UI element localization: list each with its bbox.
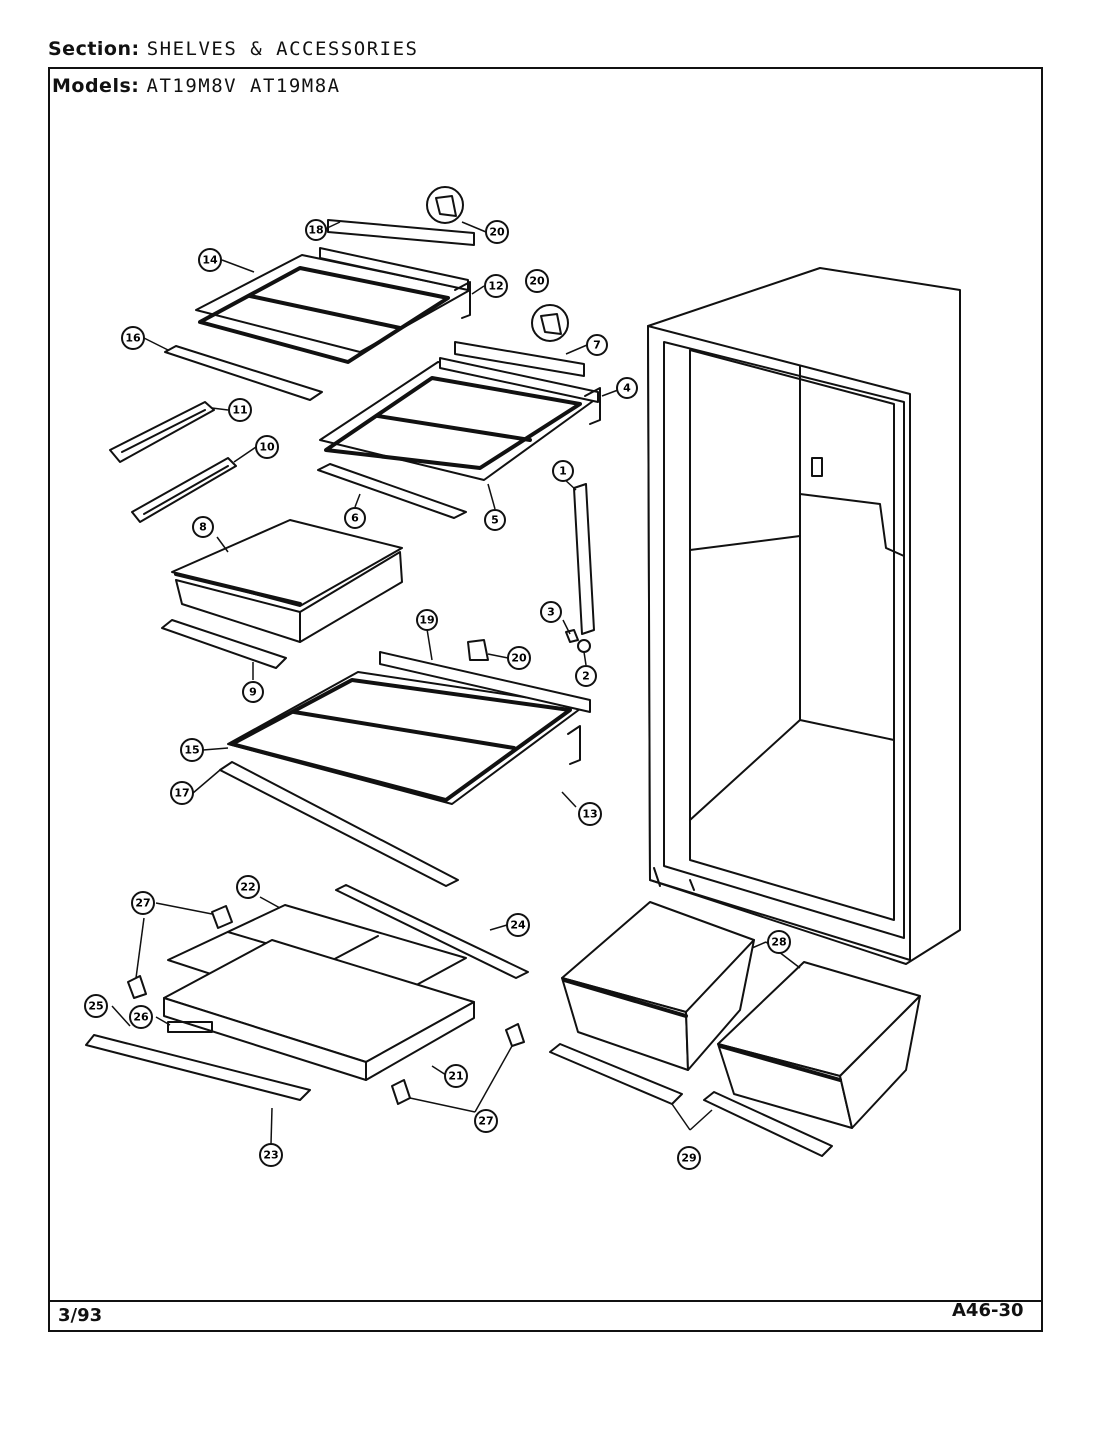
callout-number: 28 — [771, 936, 786, 949]
callout-number: 27 — [135, 897, 150, 910]
callout-number: 7 — [593, 339, 601, 352]
section-label: Section: — [48, 38, 140, 60]
callout-25: 25 — [84, 994, 108, 1018]
callout-15: 15 — [180, 738, 204, 762]
crisper-cover-assembly — [85, 884, 529, 1101]
callout-13: 13 — [578, 802, 602, 826]
leader-lines — [111, 221, 801, 1145]
callout-number: 19 — [419, 614, 434, 627]
diagram-frame — [48, 67, 1043, 1332]
callout-number: 18 — [308, 224, 323, 237]
shelf-clip-icons — [426, 186, 569, 661]
shelf-rail-1 — [565, 483, 595, 653]
revision-date: 3/93 — [58, 1305, 103, 1326]
shelf-brackets — [109, 401, 237, 523]
callout-4: 4 — [616, 377, 638, 399]
callout-1: 1 — [552, 460, 574, 482]
callout-number: 26 — [133, 1011, 149, 1024]
callout-5: 5 — [484, 509, 506, 531]
callout-9: 9 — [242, 681, 264, 703]
callout-20: 20 — [507, 646, 531, 670]
callout-7: 7 — [586, 334, 608, 356]
callout-number: 12 — [488, 280, 503, 293]
callout-10: 10 — [255, 435, 279, 459]
callout-number: 8 — [199, 521, 207, 534]
callout-20: 20 — [485, 220, 509, 244]
callout-number: 24 — [510, 919, 526, 932]
crisper-hinge-clips — [127, 905, 525, 1105]
callout-number: 20 — [529, 275, 545, 288]
callout-number: 27 — [478, 1115, 493, 1128]
middle-shelf-assembly — [317, 341, 601, 519]
callout-number: 1 — [559, 465, 567, 478]
page-code: A46-30 — [952, 1300, 1024, 1321]
callout-18: 18 — [305, 219, 327, 241]
models-label: Models: — [52, 75, 140, 97]
callout-24: 24 — [506, 913, 530, 937]
callout-27: 27 — [474, 1109, 498, 1133]
refrigerator-cabinet — [647, 267, 961, 965]
section-heading: Section: SHELVES & ACCESSORIES — [48, 38, 418, 60]
callout-6: 6 — [344, 507, 366, 529]
callout-20: 20 — [525, 269, 549, 293]
footer-divider — [48, 1300, 1043, 1302]
callout-number: 9 — [249, 686, 257, 699]
callout-29: 29 — [677, 1146, 701, 1170]
callout-number: 5 — [491, 514, 499, 527]
callout-number: 10 — [259, 441, 275, 454]
callout-number: 2 — [582, 670, 590, 683]
lower-shelf-assembly — [219, 651, 591, 887]
callout-number: 21 — [448, 1070, 463, 1083]
callout-number: 20 — [511, 652, 527, 665]
models-heading: Models: AT19M8V AT19M8A — [52, 75, 341, 97]
callout-17: 17 — [170, 781, 194, 805]
models-value: AT19M8V AT19M8A — [146, 75, 341, 97]
callout-number: 6 — [351, 512, 359, 525]
callout-11: 11 — [228, 398, 252, 422]
callout-number: 4 — [623, 382, 631, 395]
callout-22: 22 — [236, 875, 260, 899]
callout-number: 23 — [263, 1149, 278, 1162]
crisper-drawer-8 — [161, 519, 403, 669]
callout-number: 14 — [202, 254, 218, 267]
callout-16: 16 — [121, 326, 145, 350]
callout-2: 2 — [575, 665, 597, 687]
callout-number: 13 — [582, 808, 597, 821]
callout-number: 15 — [184, 744, 199, 757]
callout-12: 12 — [484, 274, 508, 298]
callout-26: 26 — [129, 1005, 153, 1029]
callout-number: 16 — [125, 332, 141, 345]
callout-number: 29 — [681, 1152, 696, 1165]
crisper-pans — [549, 901, 921, 1157]
callout-number: 17 — [174, 787, 189, 800]
callout-8: 8 — [192, 516, 214, 538]
callout-23: 23 — [259, 1143, 283, 1167]
callout-21: 21 — [444, 1064, 468, 1088]
callout-3: 3 — [540, 601, 562, 623]
callout-14: 14 — [198, 248, 222, 272]
section-value: SHELVES & ACCESSORIES — [146, 38, 419, 60]
callout-number: 3 — [547, 606, 555, 619]
callout-28: 28 — [767, 930, 791, 954]
callout-19: 19 — [416, 609, 438, 631]
callout-number: 11 — [232, 404, 247, 417]
callout-number: 20 — [489, 226, 505, 239]
callout-number: 22 — [240, 881, 255, 894]
callout-number: 25 — [88, 1000, 103, 1013]
top-shelf-assembly — [164, 219, 475, 401]
callout-27: 27 — [131, 891, 155, 915]
